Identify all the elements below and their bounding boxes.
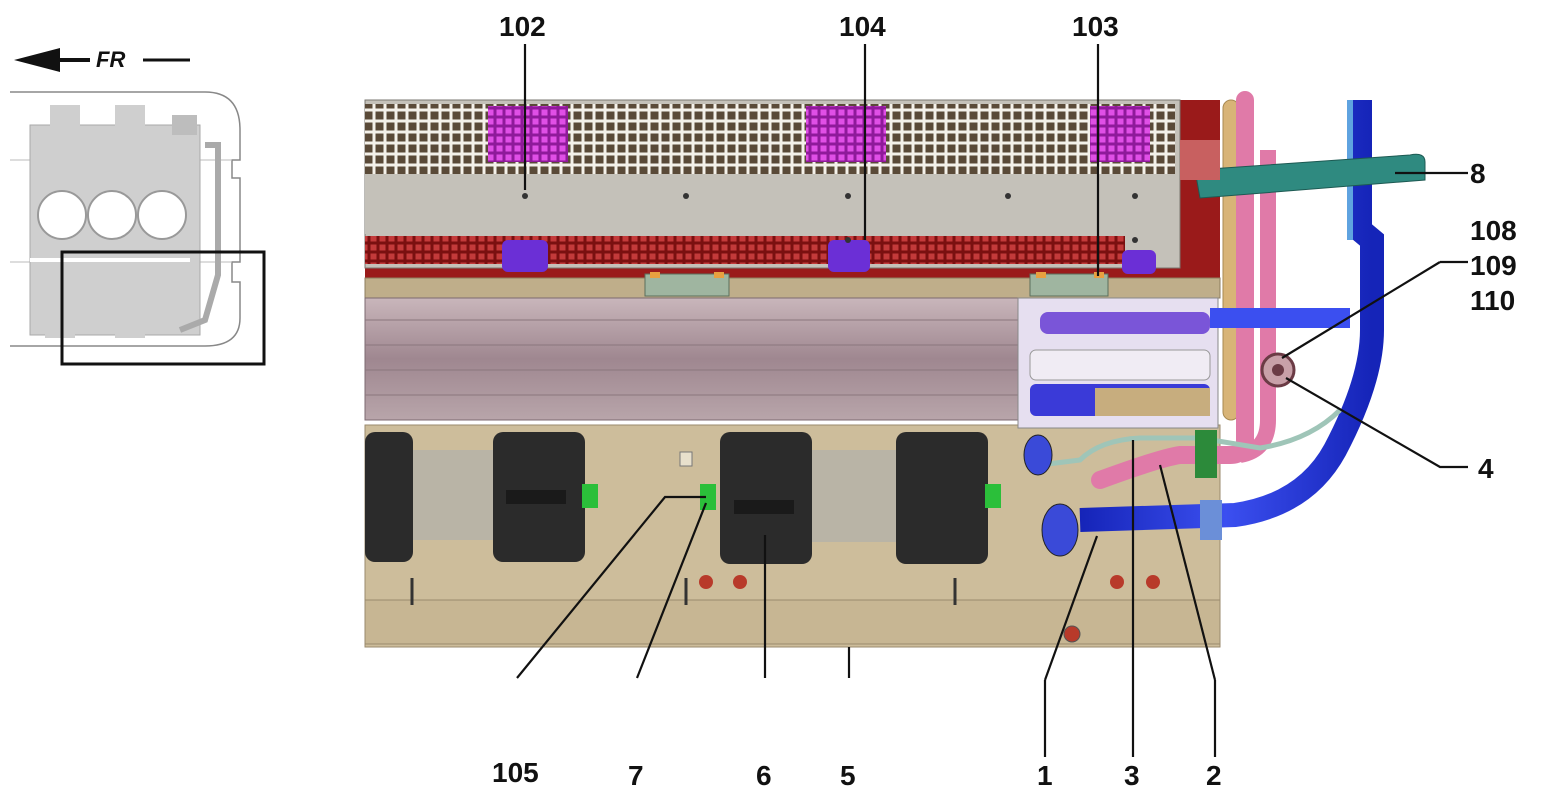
orientation-label: FR (96, 47, 125, 72)
callout-4: 4 (1478, 453, 1494, 484)
heat-exchanger-core (364, 297, 1021, 421)
inlet-fitting-lower (1041, 503, 1079, 557)
grille-clip-102 (488, 106, 568, 162)
callout-6: 6 (756, 760, 772, 791)
leader-lines (516, 44, 1468, 757)
blue-refrigerant-pipe (1079, 100, 1384, 532)
callout-105: 105 (492, 757, 539, 788)
lower-red-grille (365, 236, 1125, 264)
inlet-fitting-upper (1023, 434, 1053, 476)
upper-grille-mesh (365, 104, 1175, 174)
engine-block-outline (29, 105, 221, 338)
blower-unit-left (365, 432, 598, 562)
grille-clip-103 (1090, 106, 1150, 162)
callout-3: 3 (1124, 760, 1140, 791)
orientation-indicator: FR (14, 47, 190, 72)
callout-1: 1 (1037, 760, 1053, 791)
cylinder-circle-1 (37, 190, 87, 240)
callout-104: 104 (839, 11, 886, 42)
hvac-assembly-illustration (364, 91, 1426, 648)
callout-102: 102 (499, 11, 546, 42)
callout-8: 8 (1470, 158, 1486, 189)
cylinder-circle-2 (87, 190, 137, 240)
rail-bracket-right (1029, 273, 1109, 297)
grille-clip-104 (806, 106, 886, 162)
callout-103: 103 (1072, 11, 1119, 42)
callout-108: 108 (1470, 215, 1517, 246)
callout-7: 7 (628, 760, 644, 791)
vehicle-overview-thumbnail (10, 91, 266, 366)
callout-labels: 102 104 103 8 108 109 110 4 105 7 6 5 1 … (492, 11, 1517, 791)
blower-clip-7 (700, 484, 716, 510)
callout-2: 2 (1206, 760, 1222, 791)
cylinder-circle-3 (137, 190, 187, 240)
callout-5: 5 (840, 760, 856, 791)
rail-bracket-left (644, 273, 730, 297)
callout-109: 109 (1470, 250, 1517, 281)
front-arrow-icon (14, 48, 60, 72)
detail-view-frame (60, 250, 266, 366)
callout-110: 110 (1470, 285, 1515, 316)
blower-unit-right (700, 432, 1001, 564)
